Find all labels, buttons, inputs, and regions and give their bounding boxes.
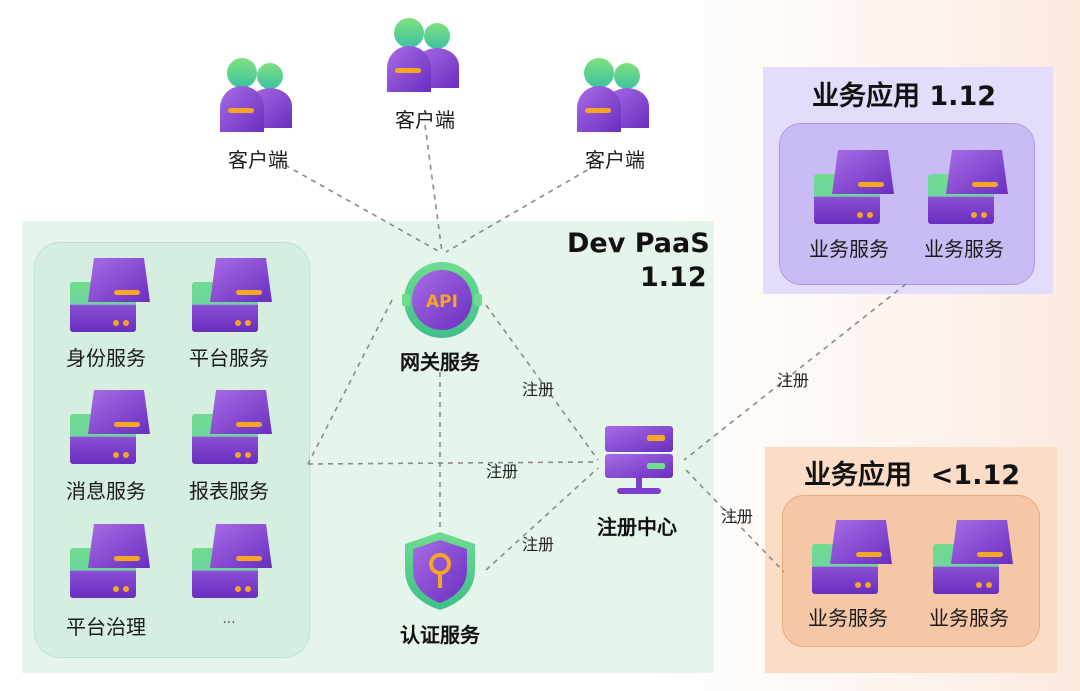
edge-app1-registry [683,283,907,461]
app2-title: 业务应用 <1.12 [804,460,1021,491]
edge-gateway-registry [485,304,599,461]
client-label-1: 客户端 [228,148,288,172]
gateway-label: 网关服务 [400,350,480,374]
user-group-icon [220,58,292,132]
edge-label-register: 注册 [720,507,754,526]
edge-label-register: 注册 [521,535,555,554]
server-icon [928,150,1008,224]
shield-icon [405,532,475,610]
platform-service-label: 身份服务 [66,346,146,370]
server-icon [192,258,272,332]
platform-service-label: 平台服务 [189,346,269,370]
server-icon [812,520,892,594]
edge-client2-gateway [424,124,443,253]
platform-service-label: 平台治理 [66,615,146,639]
server-icon [933,520,1013,594]
user-group-icon [577,58,649,132]
paas-title-line1: Dev PaaS [567,228,710,259]
edge-gateway-services [307,299,393,465]
auth-label: 认证服务 [400,623,480,647]
user-group-icon [387,18,459,92]
api-gateway-icon: API [402,262,482,338]
edge-services-registry [307,461,599,465]
platform-service-label: 消息服务 [66,479,146,503]
business-service-label: 业务服务 [924,237,1004,261]
client-label-3: 客户端 [585,148,645,172]
paas-title-line2: 1.12 [640,262,707,293]
platform-service-label: 报表服务 [189,479,269,503]
client-label-2: 客户端 [395,108,455,132]
business-service-label: 业务服务 [808,606,888,630]
server-icon [814,150,894,224]
server-icon [192,524,272,598]
platform-service-more: ... [222,611,236,627]
server-icon [192,390,272,464]
edge-client3-gateway [445,164,597,253]
server-icon [70,524,150,598]
server-icon [70,390,150,464]
business-service-label: 业务服务 [929,606,1009,630]
edge-label-register: 注册 [521,380,555,399]
registry-server-icon [605,426,673,494]
edge-label-register: 注册 [485,462,519,481]
app1-title: 业务应用 1.12 [812,81,997,112]
edge-client1-gateway [284,164,441,253]
api-badge: API [426,292,458,312]
registry-label: 注册中心 [597,515,677,539]
edge-label-register: 注册 [776,371,810,390]
server-icon [70,258,150,332]
business-service-label: 业务服务 [809,237,889,261]
edge-app2-registry [685,469,785,573]
